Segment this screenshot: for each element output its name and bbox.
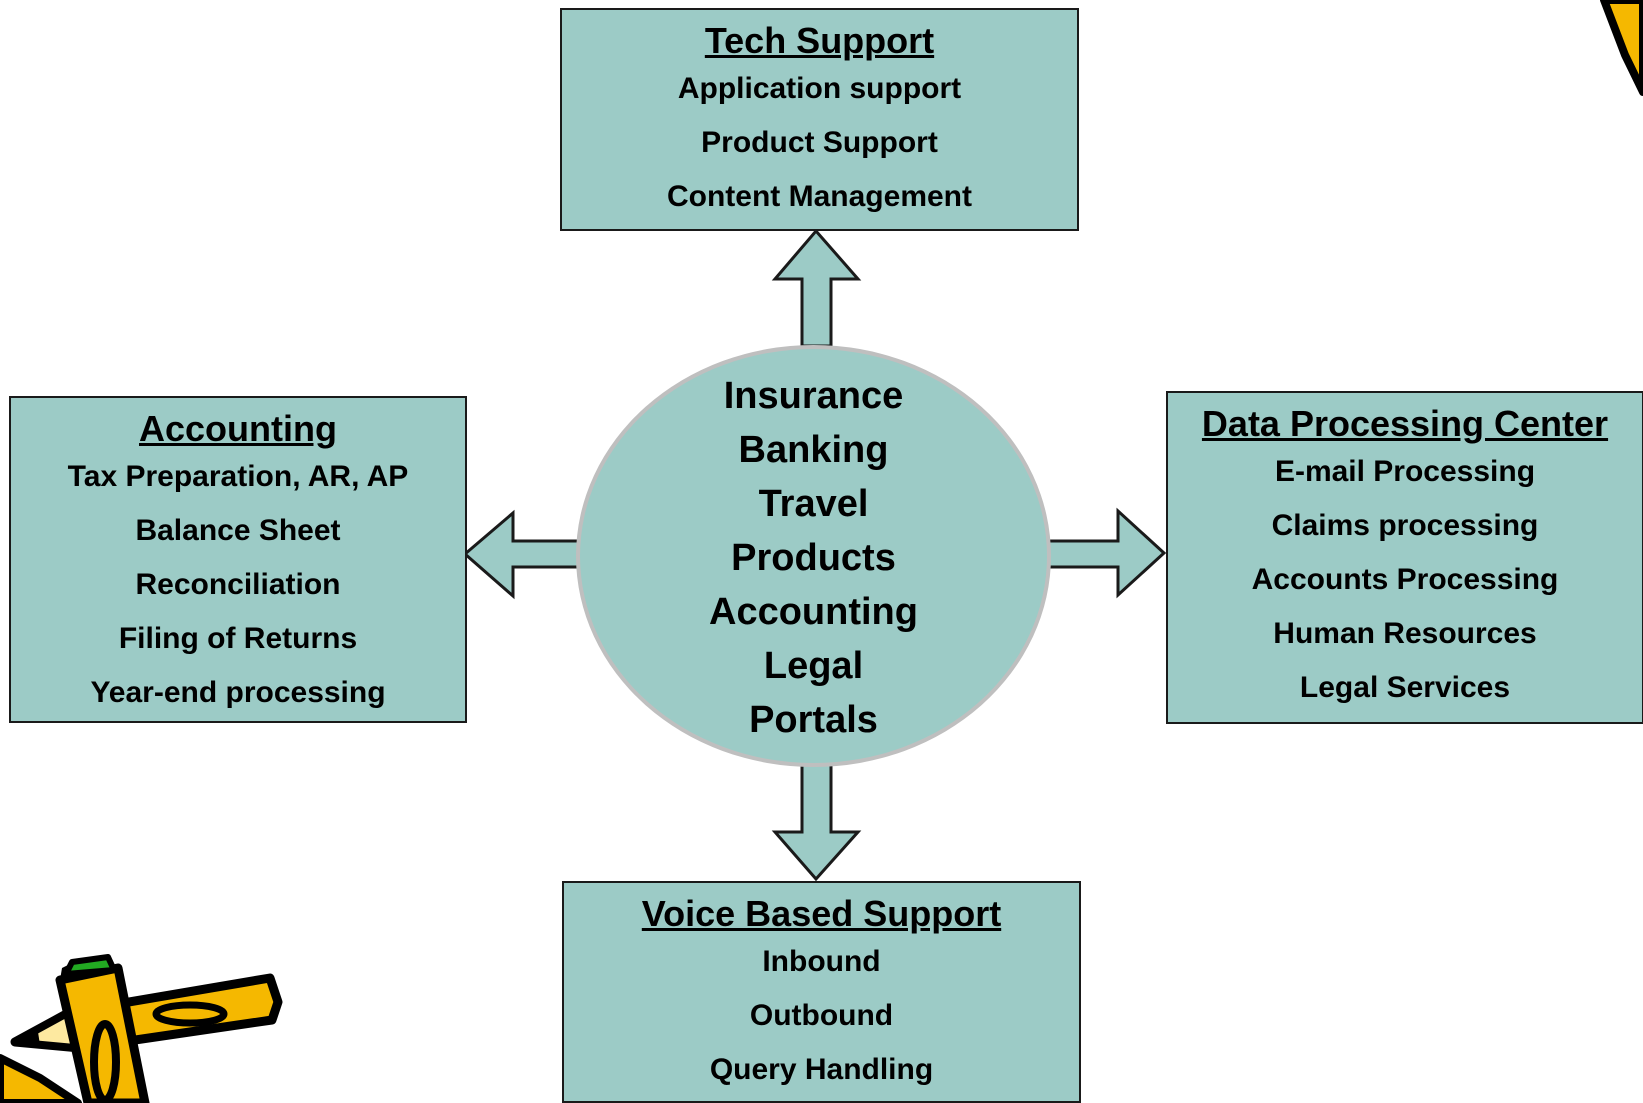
hub-item: Accounting	[709, 591, 918, 633]
data-processing-item: E-mail Processing	[1274, 455, 1536, 488]
tech-support-item: Content Management	[666, 180, 972, 213]
hub-item: Insurance	[723, 375, 904, 417]
arrow-left-icon	[462, 509, 583, 600]
tech-support-box: Tech Support Application support Product…	[560, 8, 1079, 231]
voice-support-item: Query Handling	[709, 1053, 934, 1086]
arrow-down-icon	[771, 762, 862, 882]
data-processing-item: Claims processing	[1271, 509, 1539, 542]
data-processing-item: Accounts Processing	[1251, 563, 1559, 596]
accounting-item: Year-end processing	[90, 676, 386, 709]
accounting-item: Tax Preparation, AR, AP	[67, 460, 409, 493]
arrow-right-icon	[1045, 507, 1167, 599]
tech-support-item: Product Support	[701, 126, 938, 159]
accounting-item: Balance Sheet	[135, 514, 341, 547]
data-processing-box: Data Processing Center E-mail Processing…	[1166, 391, 1643, 724]
arrow-up-icon	[771, 228, 862, 348]
hub-item: Banking	[738, 429, 889, 471]
industries-list: Insurance Banking Travel Products Accoun…	[580, 369, 1047, 747]
voice-support-item: Inbound	[762, 945, 881, 978]
data-processing-item: Legal Services	[1299, 671, 1511, 704]
accounting-title: Accounting	[139, 408, 337, 449]
hub-item: Legal	[763, 645, 864, 687]
accounting-item: Filing of Returns	[118, 622, 358, 655]
industries-hub: Insurance Banking Travel Products Accoun…	[576, 345, 1051, 767]
data-processing-title: Data Processing Center	[1201, 403, 1609, 444]
accounting-item: Reconciliation	[135, 568, 341, 601]
tech-support-item: Application support	[677, 72, 962, 105]
hub-item: Portals	[749, 699, 878, 741]
accounting-box: Accounting Tax Preparation, AR, AP Balan…	[9, 396, 467, 723]
voice-support-item: Outbound	[749, 999, 894, 1032]
voice-support-title: Voice Based Support	[641, 893, 1002, 934]
data-processing-item: Human Resources	[1273, 617, 1537, 650]
voice-support-box: Voice Based Support Inbound Outbound Que…	[562, 881, 1081, 1103]
tech-support-title: Tech Support	[704, 20, 935, 61]
hub-item: Travel	[758, 483, 869, 525]
hub-item: Products	[731, 537, 896, 579]
